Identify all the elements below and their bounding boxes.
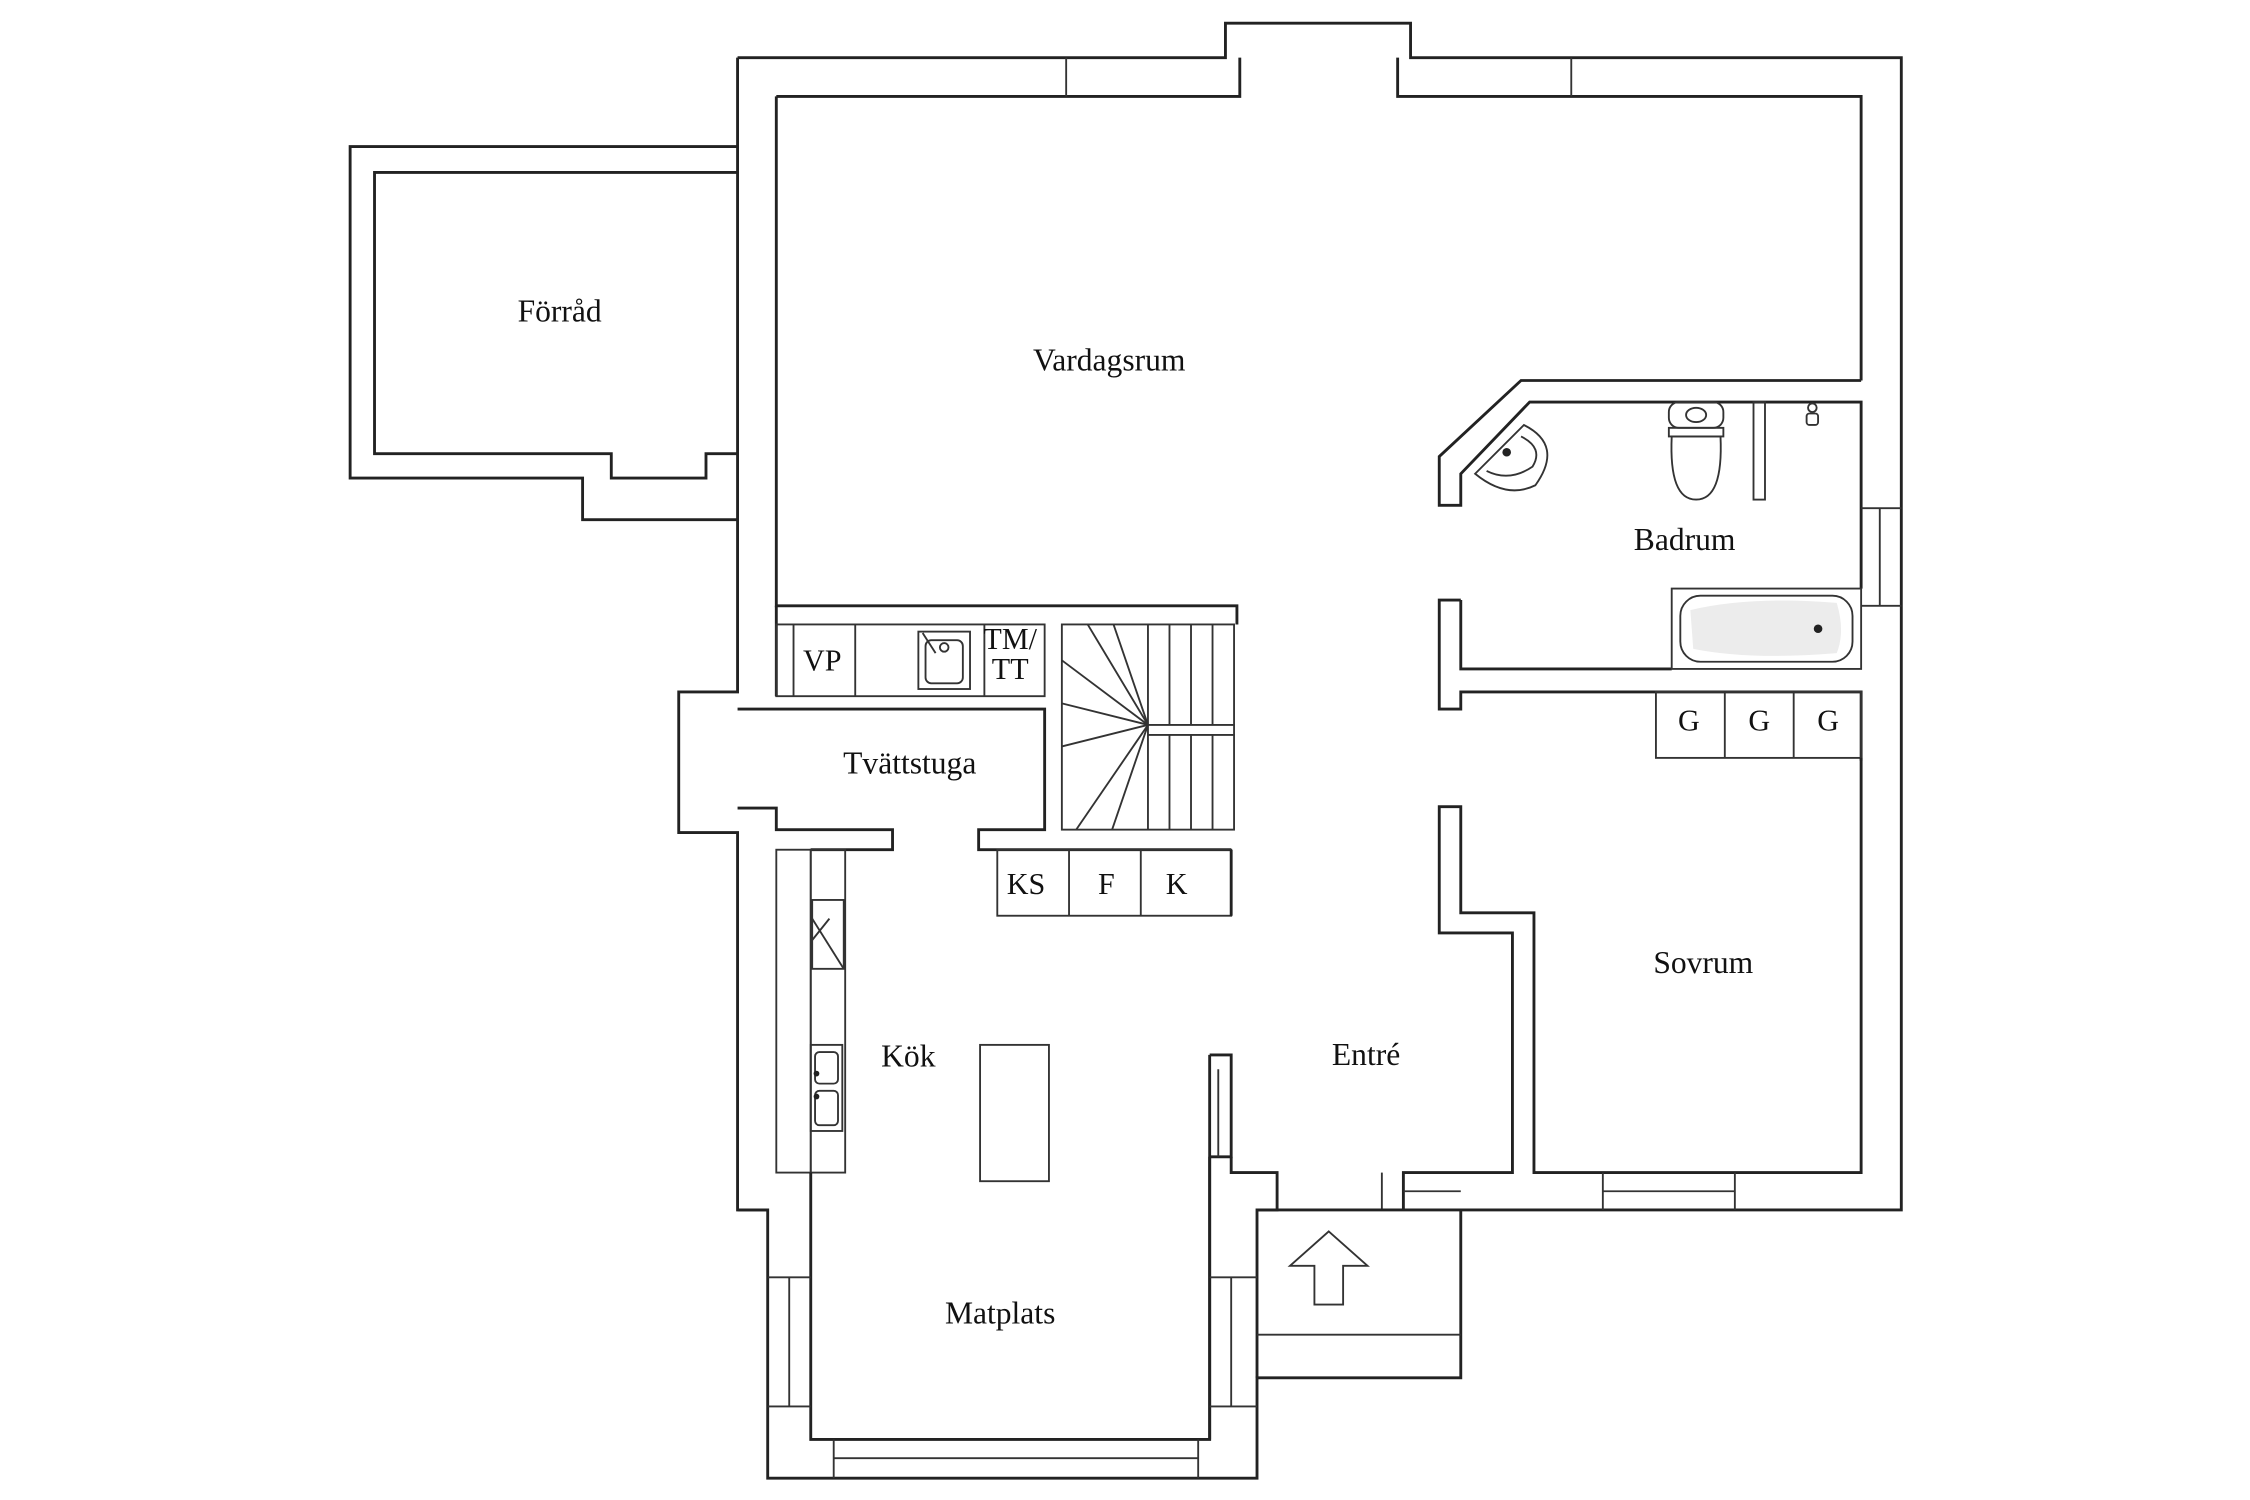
fixture-label-g: G <box>1817 704 1839 738</box>
lower-walls <box>737 849 1461 1479</box>
fixture-label-vp: VP <box>803 643 842 677</box>
bathtub-icon <box>1670 587 1863 670</box>
wardrobe-row <box>1654 690 1863 759</box>
room-label-badrum: Badrum <box>1634 522 1736 557</box>
toilet-icon <box>1667 401 1725 501</box>
room-label-kok: Kök <box>881 1038 936 1073</box>
fixture-label-ks: KS <box>1007 867 1046 901</box>
storage-annex <box>348 145 738 522</box>
bathroom-sink-icon <box>1473 423 1549 492</box>
room-label-sovrum: Sovrum <box>1653 945 1753 980</box>
room-label-matplats: Matplats <box>945 1295 1055 1330</box>
faucet-icon <box>1805 402 1820 426</box>
fixture-label-tt: TT <box>992 652 1029 686</box>
fixture-label-g: G <box>1678 704 1700 738</box>
room-label-forrad: Förråd <box>518 294 602 329</box>
fixture-label-k: K <box>1166 867 1188 901</box>
room-label-entre: Entré <box>1332 1037 1400 1072</box>
kitchen-counter <box>775 848 847 1174</box>
room-label-vardagsrum: Vardagsrum <box>1033 342 1186 377</box>
kitchen-sink-icon <box>809 1043 844 1132</box>
fixture-label-tm: TM/ <box>983 622 1037 656</box>
fixture-label-g: G <box>1748 704 1770 738</box>
kitchen-island <box>979 1043 1050 1183</box>
laundry-sink-icon <box>917 630 971 690</box>
room-label-tvattstuga: Tvättstuga <box>843 746 976 781</box>
fixture-label-f: F <box>1098 867 1115 901</box>
bedroom-walls <box>1380 757 1863 1210</box>
staircase <box>1060 623 1235 831</box>
entrance-arrow-icon <box>1287 1230 1370 1306</box>
